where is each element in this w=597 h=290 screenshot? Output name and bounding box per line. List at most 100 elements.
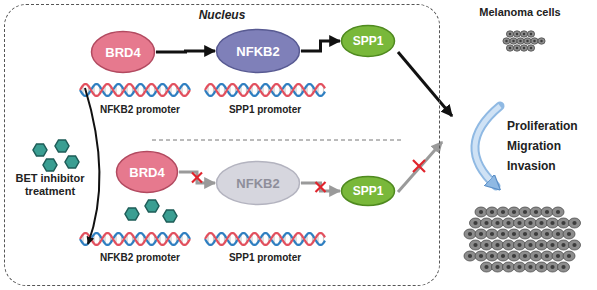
cell-nucleus <box>523 33 526 36</box>
cell <box>492 240 504 250</box>
cell-nucleus <box>512 232 516 236</box>
cell <box>481 262 493 272</box>
cell <box>552 207 564 217</box>
cell <box>525 240 537 250</box>
cell-nucleus <box>572 221 576 225</box>
cell <box>506 31 513 37</box>
cell <box>520 31 527 37</box>
outcome-label: Migration <box>507 139 595 153</box>
cell-nucleus <box>556 210 560 214</box>
cell-nucleus <box>501 254 505 258</box>
melanoma-cells-small <box>503 31 545 51</box>
cell-nucleus <box>550 265 554 269</box>
cell <box>525 218 537 228</box>
curved-arrow <box>475 106 500 186</box>
cell <box>538 38 545 44</box>
cell-nucleus <box>567 254 571 258</box>
divider-line <box>152 140 402 141</box>
inhibitor-hexagon <box>125 208 139 220</box>
cell <box>508 207 520 217</box>
activation-arrow <box>301 41 340 51</box>
cell <box>506 45 513 51</box>
cell-nucleus <box>550 221 554 225</box>
cell-nucleus <box>572 243 576 247</box>
protein-blob: NFKB2 <box>215 28 301 74</box>
blob-outline <box>217 30 300 73</box>
protein-name: NFKB2 <box>236 44 279 59</box>
inhibitor-hexagon <box>163 210 177 222</box>
cell <box>541 207 553 217</box>
cell <box>464 229 476 239</box>
blob-outline <box>117 152 178 193</box>
cell-nucleus <box>505 40 508 43</box>
protein-name: NFKB2 <box>236 176 279 191</box>
cell <box>519 207 531 217</box>
cell-nucleus <box>534 232 538 236</box>
cell <box>503 38 510 44</box>
dna-strand <box>205 233 325 245</box>
cell <box>563 229 575 239</box>
cell <box>520 45 527 51</box>
cell <box>517 38 524 44</box>
cell-nucleus <box>484 243 488 247</box>
cell-nucleus <box>479 254 483 258</box>
cell-nucleus <box>490 210 494 214</box>
cell-nucleus <box>539 221 543 225</box>
cell <box>497 251 509 261</box>
cell <box>519 229 531 239</box>
blocked-effect-arrow <box>398 142 442 192</box>
cell <box>552 251 564 261</box>
cell <box>492 218 504 228</box>
treatment-label: BET inhibitor treatment <box>4 172 96 198</box>
cell-nucleus <box>545 254 549 258</box>
cell <box>513 45 520 51</box>
cell-nucleus <box>539 243 543 247</box>
cell-nucleus <box>519 40 522 43</box>
cell <box>547 218 559 228</box>
blob-outline <box>342 26 395 57</box>
cell <box>527 45 534 51</box>
cell <box>527 31 534 37</box>
cell-nucleus <box>528 221 532 225</box>
cell <box>547 262 559 272</box>
block-mark <box>413 160 425 172</box>
cell-nucleus <box>523 210 527 214</box>
inhibitor-hexagon <box>55 140 69 152</box>
protein-blob: SPP1 <box>340 24 396 58</box>
cell <box>563 251 575 261</box>
cell <box>536 262 548 272</box>
curved-arrow-core <box>475 106 500 186</box>
cell-nucleus <box>506 265 510 269</box>
cell <box>547 240 559 250</box>
cell <box>475 207 487 217</box>
cell <box>536 218 548 228</box>
cell-nucleus <box>473 243 477 247</box>
cell-nucleus <box>517 221 521 225</box>
cell <box>475 229 487 239</box>
cell <box>541 251 553 261</box>
cell-nucleus <box>517 265 521 269</box>
cell-nucleus <box>567 232 571 236</box>
cell <box>486 229 498 239</box>
cell-nucleus <box>523 47 526 50</box>
cell-nucleus <box>528 243 532 247</box>
protein-blob: NFKB2 <box>215 160 301 206</box>
cell <box>510 38 517 44</box>
cell-nucleus <box>530 47 533 50</box>
nucleus-region: NucleusBRD4NFKB2SPP1BRD4NFKB2SPP1 <box>4 4 440 286</box>
cell-nucleus <box>509 47 512 50</box>
blob-outline <box>92 32 155 73</box>
protein-name: SPP1 <box>353 34 384 48</box>
protein-name: SPP1 <box>353 184 384 198</box>
inhibitor-hexagon <box>65 156 79 168</box>
promoter-label: NFKB2 promoter <box>95 252 185 264</box>
cell <box>569 240 581 250</box>
dna-strand <box>205 233 325 245</box>
cell-nucleus <box>495 243 499 247</box>
inhibitor-hexagon <box>145 200 159 212</box>
cell-nucleus <box>468 254 472 258</box>
cell-nucleus <box>473 221 477 225</box>
protein-name: BRD4 <box>105 45 140 60</box>
cell-nucleus <box>523 232 527 236</box>
